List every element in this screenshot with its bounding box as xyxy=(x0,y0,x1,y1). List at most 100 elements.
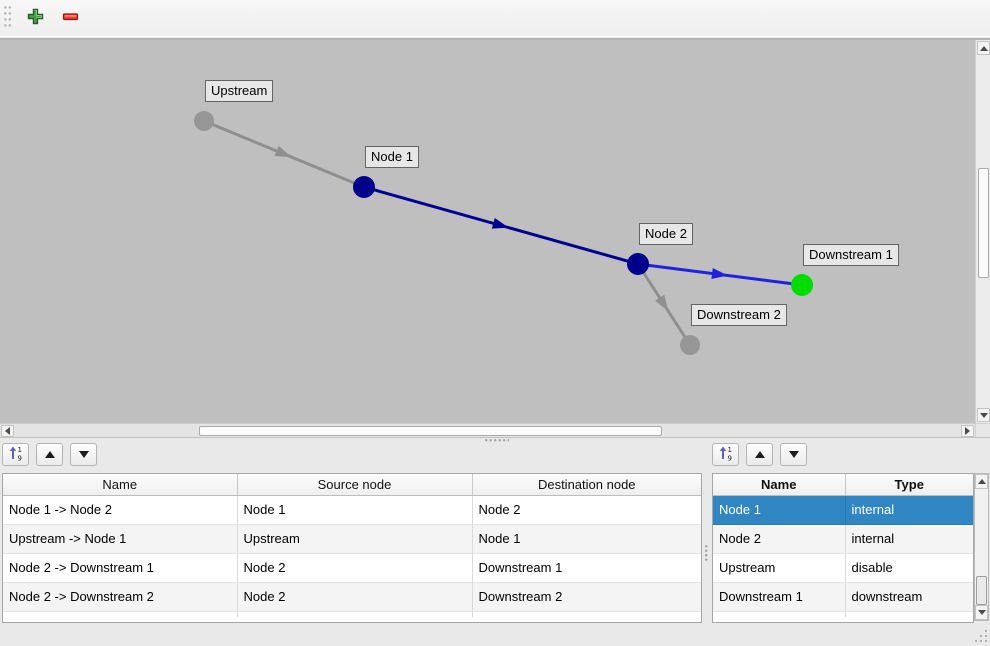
arrow-up-icon xyxy=(977,479,986,484)
toolbar-drag-handle[interactable] xyxy=(4,6,13,30)
cell-source[interactable]: Upstream xyxy=(237,524,473,554)
empty-cell xyxy=(3,611,238,617)
cell-destination[interactable]: Downstream 2 xyxy=(472,582,701,612)
nodes-move-up-button[interactable] xyxy=(746,443,773,466)
svg-text:9: 9 xyxy=(17,455,21,462)
column-header[interactable]: Source node xyxy=(237,474,473,496)
edge-arrow-icon xyxy=(274,145,292,158)
empty-cell xyxy=(845,611,973,617)
scroll-down-button[interactable] xyxy=(975,605,988,620)
arrow-right-icon xyxy=(965,427,970,435)
cell-source[interactable]: Node 1 xyxy=(237,495,473,525)
node-circle[interactable] xyxy=(680,335,700,355)
plus-icon xyxy=(26,7,45,29)
edge-arrow-icon xyxy=(711,268,728,279)
canvas-horizontal-scrollbar[interactable] xyxy=(0,423,975,437)
cell-name[interactable]: Node 1 -> Node 2 xyxy=(3,495,238,525)
horizontal-splitter-handle[interactable] xyxy=(485,439,509,442)
empty-partial-row xyxy=(3,611,701,617)
scrollbar-corner xyxy=(975,423,990,437)
scroll-up-button[interactable] xyxy=(975,474,988,489)
move-down-icon xyxy=(788,451,799,458)
empty-cell xyxy=(713,611,846,617)
cell-destination[interactable]: Downstream 1 xyxy=(472,553,701,583)
nodes-panel-toolbar: 1 9 xyxy=(712,443,807,466)
vertical-splitter-handle[interactable] xyxy=(705,545,708,561)
sort-ascending-icon: 1 9 xyxy=(718,445,734,464)
cell-type[interactable]: internal xyxy=(845,495,973,525)
empty-cell xyxy=(472,611,701,617)
links-panel-toolbar: 1 9 xyxy=(2,443,97,466)
node-circle[interactable] xyxy=(353,176,375,198)
graph-diagram xyxy=(194,111,813,355)
column-header[interactable]: Name xyxy=(713,474,846,496)
cell-name[interactable]: Downstream 1 xyxy=(713,582,846,612)
cell-type[interactable]: downstream xyxy=(845,582,973,612)
cell-type[interactable]: internal xyxy=(845,524,973,554)
cell-name[interactable]: Upstream -> Node 1 xyxy=(3,524,238,554)
svg-text:1: 1 xyxy=(727,446,731,454)
nodes-scrollbar-thumb[interactable] xyxy=(976,576,987,605)
canvas-vertical-scrollbar[interactable] xyxy=(975,40,990,423)
empty-cell xyxy=(237,611,473,617)
scroll-up-button[interactable] xyxy=(977,41,990,55)
arrow-up-icon xyxy=(979,45,988,51)
sort-ascending-icon: 1 9 xyxy=(8,445,24,464)
horizontal-scrollbar-thumb[interactable] xyxy=(199,426,662,436)
cell-type[interactable]: disable xyxy=(845,553,973,583)
cell-source[interactable]: Node 2 xyxy=(237,582,473,612)
edge-arrow-icon xyxy=(655,294,669,312)
links-move-down-button[interactable] xyxy=(70,443,97,466)
cell-name[interactable]: Node 2 xyxy=(713,524,846,554)
scroll-right-button[interactable] xyxy=(961,425,974,437)
node-label[interactable]: Upstream xyxy=(205,80,274,102)
links-sort-button[interactable]: 1 9 xyxy=(2,443,29,466)
move-down-icon xyxy=(78,451,89,458)
vertical-scrollbar-thumb[interactable] xyxy=(978,168,989,278)
arrow-left-icon xyxy=(5,427,10,435)
cell-destination[interactable]: Node 1 xyxy=(472,524,701,554)
cell-destination[interactable]: Node 2 xyxy=(472,495,701,525)
canvas-top-border xyxy=(0,38,990,40)
node-label[interactable]: Downstream 2 xyxy=(691,304,787,326)
node-circle[interactable] xyxy=(194,111,214,131)
links-move-up-button[interactable] xyxy=(36,443,63,466)
arrow-down-icon xyxy=(977,610,986,615)
nodes-move-down-button[interactable] xyxy=(780,443,807,466)
scroll-down-button[interactable] xyxy=(977,408,990,422)
node-circle[interactable] xyxy=(627,253,649,275)
cell-name[interactable]: Upstream xyxy=(713,553,846,583)
cell-name[interactable]: Node 2 -> Downstream 1 xyxy=(3,553,238,583)
node-circle[interactable] xyxy=(791,274,813,296)
scroll-left-button[interactable] xyxy=(1,425,14,437)
column-header[interactable]: Destination node xyxy=(472,474,701,496)
move-up-icon xyxy=(44,451,55,458)
add-button[interactable] xyxy=(22,5,48,31)
node-label[interactable]: Node 2 xyxy=(639,223,693,245)
column-header[interactable]: Name xyxy=(3,474,238,496)
node-label[interactable]: Downstream 1 xyxy=(803,244,899,266)
svg-text:1: 1 xyxy=(17,446,21,454)
arrow-down-icon xyxy=(979,412,988,418)
node-label[interactable]: Node 1 xyxy=(365,146,419,168)
nodes-sort-button[interactable]: 1 9 xyxy=(712,443,739,466)
horizontal-splitter[interactable] xyxy=(0,437,990,438)
remove-button[interactable] xyxy=(57,5,83,31)
cell-source[interactable]: Node 2 xyxy=(237,553,473,583)
nodes-table-scrollbar[interactable] xyxy=(974,473,989,621)
cell-name[interactable]: Node 1 xyxy=(713,495,846,525)
window-resize-grip[interactable] xyxy=(974,629,988,646)
column-header[interactable]: Type xyxy=(845,474,973,496)
cell-name[interactable]: Node 2 -> Downstream 2 xyxy=(3,582,238,612)
